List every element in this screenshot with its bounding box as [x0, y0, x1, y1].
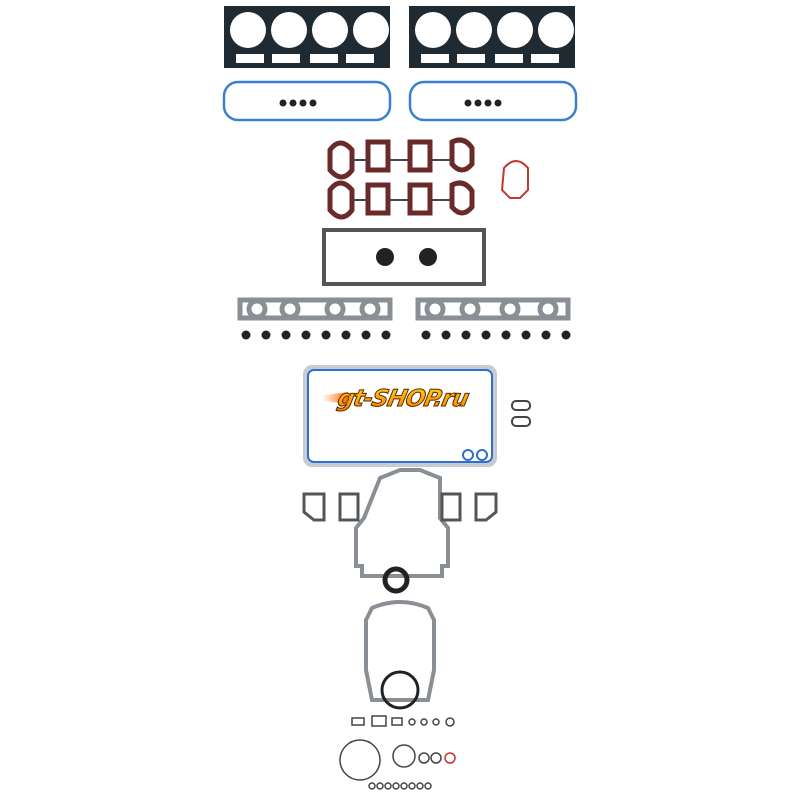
water-pump-gaskets	[302, 492, 498, 522]
front-crank-seal	[382, 566, 410, 594]
head-gasket-left	[224, 6, 390, 68]
logo-streak	[322, 392, 348, 404]
valve-stem-seals	[241, 330, 571, 340]
grommets	[279, 99, 502, 107]
timing-cover-gasket	[354, 468, 450, 578]
rear-cover-gasket	[364, 600, 436, 702]
intake-gaskets	[327, 137, 475, 220]
watermark-logo: gt-SHOP.ru	[335, 386, 471, 413]
small-gaskets-right	[511, 400, 531, 427]
misc-gaskets	[339, 715, 456, 790]
head-gasket-right	[409, 6, 575, 68]
throttle-body-gasket	[500, 160, 529, 199]
valley-cover-gasket	[322, 228, 486, 286]
rear-main-seal	[380, 670, 420, 710]
exhaust-gaskets	[237, 297, 571, 321]
valve-cover-gaskets	[222, 80, 578, 122]
oil-pan-gasket	[303, 365, 497, 467]
